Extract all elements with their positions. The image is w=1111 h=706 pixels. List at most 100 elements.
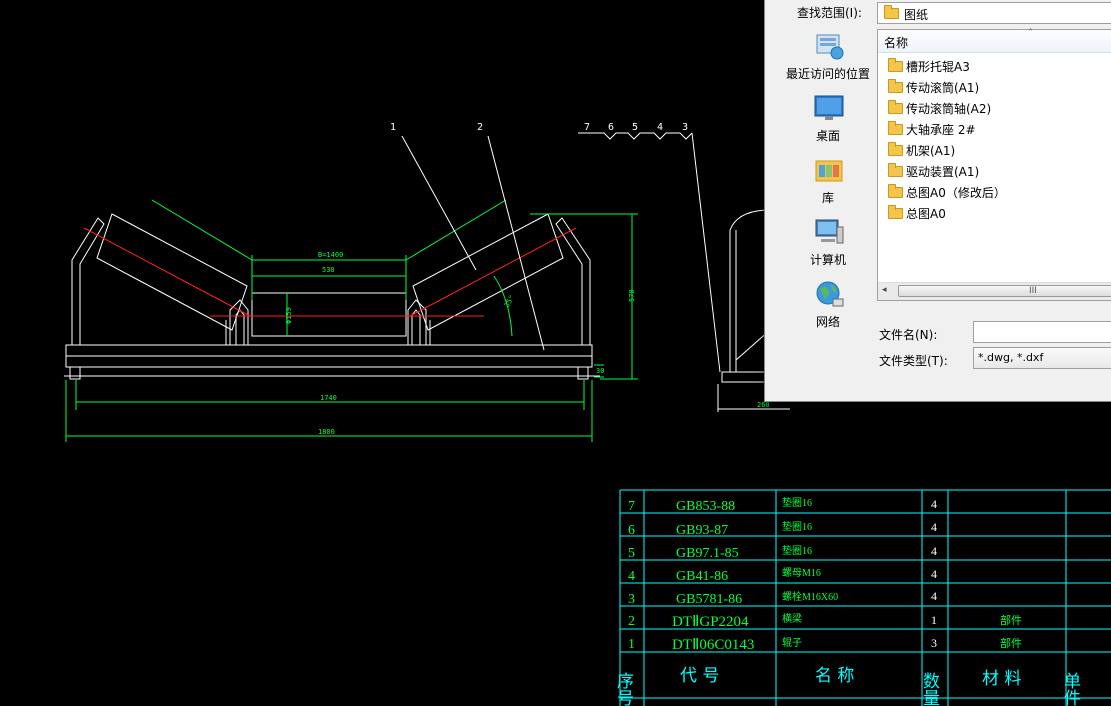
svg-text:4: 4 — [931, 567, 937, 581]
library-icon — [815, 160, 843, 182]
svg-text:DTⅡ06C0143: DTⅡ06C0143 — [672, 637, 754, 653]
svg-text:部件: 部件 — [1000, 613, 1022, 627]
callout-7: 7 — [584, 122, 590, 133]
svg-text:部件: 部件 — [1000, 636, 1022, 650]
dimension-lines — [65, 199, 638, 442]
list-item[interactable]: 总图A0 — [888, 203, 1111, 223]
svg-text:4: 4 — [931, 589, 937, 603]
look-in-dropdown[interactable]: 图纸 — [877, 2, 1111, 24]
header-name: 名 称 — [815, 666, 854, 686]
place-recent[interactable]: 最近访问的位置 — [777, 27, 879, 83]
callout-3: 3 — [682, 122, 688, 133]
svg-text:6: 6 — [628, 523, 635, 538]
svg-text:2: 2 — [628, 614, 635, 629]
header-material: 材 料 — [982, 669, 1021, 689]
svg-text:垫圈16: 垫圈16 — [782, 496, 812, 509]
svg-text:GB93-87: GB93-87 — [676, 523, 728, 538]
folder-icon — [888, 163, 903, 177]
svg-text:辊子: 辊子 — [782, 636, 802, 649]
dim-side-h: 30 — [596, 367, 604, 375]
place-desktop[interactable]: 桌面 — [777, 89, 879, 145]
filetype-dropdown[interactable]: *.dwg, *.dxf — [973, 347, 1111, 369]
place-network[interactable]: 网络 — [777, 275, 879, 331]
folder-icon — [888, 142, 903, 156]
svg-text:GB97.1-85: GB97.1-85 — [676, 546, 739, 561]
table-row: 1 DTⅡ06C0143 辊子 3 部件 — [628, 636, 1022, 653]
list-item[interactable]: 传动滚筒(A1) — [888, 77, 1111, 97]
callout-6: 6 — [608, 122, 614, 133]
list-item[interactable]: 槽形托辊A3 — [888, 56, 1111, 76]
svg-text:垫圈16: 垫圈16 — [782, 544, 812, 557]
list-item[interactable]: 总图A0（修改后） — [888, 182, 1111, 202]
dim-width-outer: 1800 — [318, 428, 335, 436]
callout-5: 5 — [632, 122, 638, 133]
dim-angle: 35° — [503, 294, 516, 309]
idler-centerlines — [83, 227, 577, 317]
scrollbar-grip: III — [1029, 286, 1037, 296]
folder-icon — [888, 100, 903, 114]
table-row: 5 GB97.1-85 垫圈16 4 — [628, 544, 937, 561]
table-row: 2 DTⅡGP2204 横梁 1 部件 — [628, 612, 1022, 630]
filename-input[interactable] — [973, 321, 1111, 343]
file-list[interactable]: 名称 ˄ 槽形托辊A3 传动滚筒(A1) 传动滚筒轴(A2) 大轴承座 2# 机… — [877, 28, 1111, 301]
table-row: 7 GB853-88 垫圈16 4 — [628, 496, 937, 514]
dim-b-label: B=1400 — [318, 251, 343, 259]
idler-front-view — [64, 213, 600, 380]
computer-icon — [815, 219, 844, 244]
folder-icon — [884, 5, 899, 19]
dim-side-small: 260 — [757, 401, 770, 409]
svg-text:横梁: 横梁 — [782, 612, 802, 625]
parts-table-header: 序号 代 号 名 称 数量 材 料 单件质 — [613, 666, 1081, 706]
dim-diameter: Φ159 — [285, 307, 293, 324]
open-file-dialog: 查找范围(I): 图纸 最近访问的位置 桌面 — [764, 0, 1111, 402]
callout-4: 4 — [657, 122, 663, 133]
network-icon — [816, 281, 844, 307]
list-item[interactable]: 传动滚筒轴(A2) — [888, 98, 1111, 118]
svg-text:垫圈16: 垫圈16 — [782, 520, 812, 533]
list-item[interactable]: 机架(A1) — [888, 140, 1111, 160]
parts-table-grid — [619, 489, 1111, 706]
folder-icon — [888, 79, 903, 93]
horizontal-scrollbar[interactable]: ◂ III — [878, 282, 1111, 300]
list-item[interactable]: 驱动装置(A1) — [888, 161, 1111, 181]
svg-text:GB5781-86: GB5781-86 — [676, 592, 742, 607]
header-qty: 数量 — [919, 672, 940, 706]
svg-text:4: 4 — [628, 569, 635, 584]
place-computer[interactable]: 计算机 — [777, 213, 879, 269]
folder-icon — [888, 184, 903, 198]
header-seq: 序号 — [613, 672, 634, 706]
svg-text:1: 1 — [931, 613, 937, 627]
svg-text:3: 3 — [931, 636, 937, 650]
table-row: 3 GB5781-86 螺栓M16X60 4 — [628, 589, 937, 607]
folder-icon — [888, 205, 903, 219]
recent-places-icon — [816, 34, 844, 60]
table-row: 4 GB41-86 螺母M16 4 — [628, 567, 937, 584]
sort-ascending-icon: ˄ — [1028, 28, 1033, 39]
svg-text:螺栓M16X60: 螺栓M16X60 — [782, 590, 838, 603]
folder-icon — [888, 121, 903, 135]
header-code: 代 号 — [680, 666, 719, 686]
dim-height: 570 — [628, 289, 636, 302]
list-item[interactable]: 大轴承座 2# — [888, 119, 1111, 139]
svg-text:3: 3 — [628, 592, 635, 607]
place-library[interactable]: 库 — [777, 151, 879, 207]
dim-roll-len: 530 — [322, 266, 335, 274]
scrollbar-thumb[interactable]: III — [898, 285, 1111, 297]
filename-label: 文件名(N): — [879, 328, 938, 342]
folder-icon — [888, 58, 903, 72]
scroll-left-icon[interactable]: ◂ — [882, 285, 887, 295]
look-in-value: 图纸 — [904, 8, 929, 22]
places-bar: 最近访问的位置 桌面 库 — [777, 27, 879, 383]
svg-text:1: 1 — [628, 637, 635, 652]
svg-text:5: 5 — [628, 546, 635, 561]
callout-2: 2 — [477, 122, 483, 133]
svg-text:GB853-88: GB853-88 — [676, 499, 735, 514]
callout-numbers: 1 2 7 6 5 4 3 — [390, 122, 688, 133]
filetype-label: 文件类型(T): — [879, 354, 948, 368]
svg-text:GB41-86: GB41-86 — [676, 569, 728, 584]
column-header-name[interactable]: 名称 ˄ — [878, 28, 1111, 53]
dimension-texts: B=1400 530 Φ159 35° 570 1740 1800 30 260 — [285, 251, 770, 436]
svg-text:7: 7 — [628, 499, 635, 514]
look-in-label: 查找范围(I): — [797, 6, 862, 20]
